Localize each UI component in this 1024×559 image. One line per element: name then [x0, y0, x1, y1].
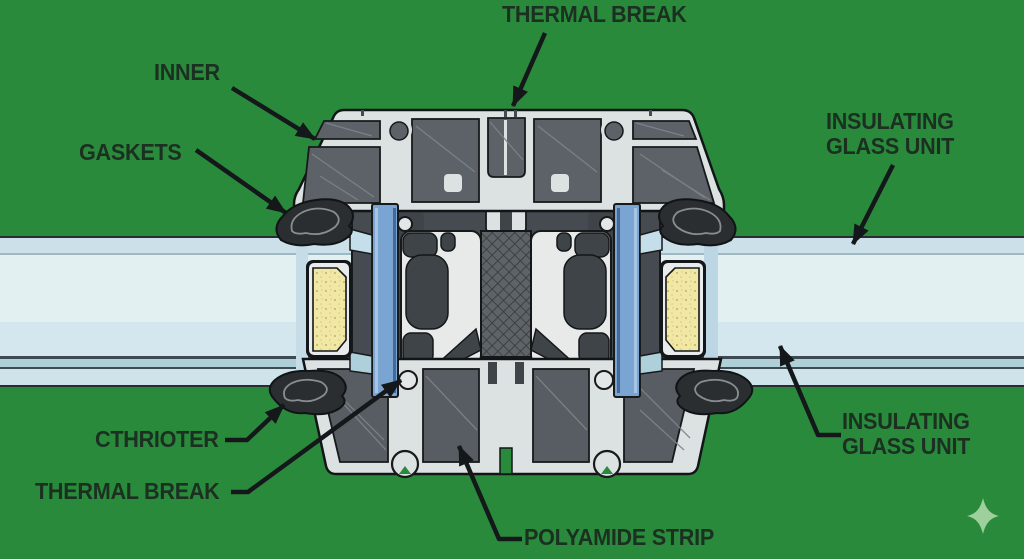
label-thermal-break-top: THERMAL BREAK [502, 1, 687, 27]
label-insulating-glass-unit-top: INSULATING GLASS UNIT [826, 109, 954, 159]
arrow-cthrioter [225, 403, 286, 443]
drain-notch-right [592, 449, 622, 479]
gasket-lower-left [268, 369, 347, 416]
drain-notch-left [390, 449, 420, 479]
right-gasket-chamber [530, 230, 612, 366]
arrow-polyamide-strip [456, 445, 522, 542]
arrow-gaskets [194, 148, 288, 215]
setting-block-right [660, 260, 706, 358]
label-gaskets: GASKETS [79, 139, 182, 165]
arrow-igu-top [850, 163, 896, 246]
label-line: INSULATING [842, 408, 970, 434]
arrow-igu-bottom [777, 345, 841, 438]
label-insulating-glass-unit-bottom: INSULATING GLASS UNIT [842, 409, 970, 459]
label-line: INSULATING [826, 108, 954, 134]
glass-pane-wedges [349, 228, 663, 375]
gasket-lower-right [675, 369, 754, 416]
leader-arrows [194, 32, 896, 542]
glass-edge-left [296, 238, 308, 385]
gasket-upper-right [658, 198, 737, 247]
label-inner: INNER [154, 59, 220, 85]
glass-edge-right [704, 238, 718, 385]
label-line: GLASS UNIT [826, 133, 955, 159]
arrow-inner [230, 86, 317, 141]
sparkle-icon [967, 498, 999, 534]
arrow-thermal-break-top [510, 32, 548, 107]
label-cthrioter: CTHRIOTER [95, 426, 219, 452]
setting-block-left [306, 260, 352, 358]
bottom-interlock-slot [499, 447, 513, 475]
thermal-strip-right [613, 203, 641, 398]
label-thermal-break-bottom: THERMAL BREAK [35, 478, 220, 504]
thermal-strip-left [371, 203, 399, 398]
top-frame-section [292, 108, 726, 213]
left-gasket-chamber [400, 230, 482, 366]
arrow-thermal-break-bottom [231, 378, 403, 495]
gasket-upper-left [275, 198, 354, 247]
label-polyamide-strip: POLYAMIDE STRIP [524, 524, 715, 550]
thermal-break-crosshatch [480, 230, 532, 358]
bottom-frame-section [301, 357, 723, 479]
label-line: GLASS UNIT [842, 433, 971, 459]
